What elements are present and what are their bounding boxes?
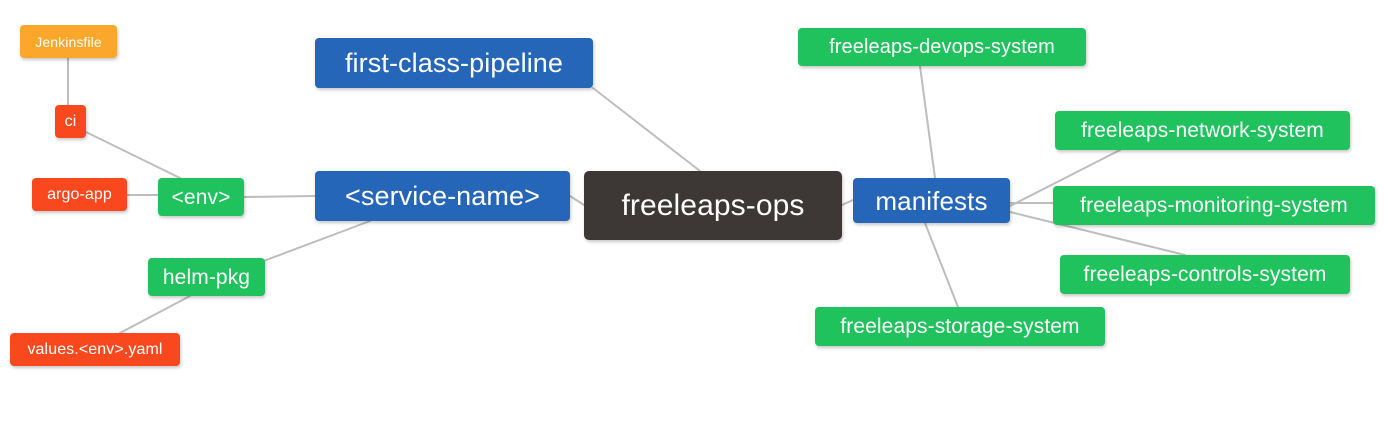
node-label: freeleaps-network-system	[1081, 119, 1324, 142]
node-freeleaps-controls-system[interactable]: freeleaps-controls-system	[1060, 255, 1350, 294]
node-freeleaps-storage-system[interactable]: freeleaps-storage-system	[815, 307, 1105, 346]
edge-freeleaps-ops-to-service-name	[569, 195, 585, 206]
node-label: argo-app	[47, 185, 112, 203]
node-label: freeleaps-ops	[621, 188, 805, 222]
node-manifests[interactable]: manifests	[853, 178, 1010, 223]
node-label: freeleaps-devops-system	[829, 36, 1055, 58]
edge-freeleaps-ops-to-manifests	[841, 199, 854, 206]
node-helm-pkg[interactable]: helm-pkg	[148, 258, 265, 296]
node-label: manifests	[875, 185, 988, 216]
node-label: freeleaps-controls-system	[1083, 263, 1327, 286]
node-label: first-class-pipeline	[344, 47, 564, 78]
node-ci[interactable]: ci	[55, 105, 86, 138]
node-service-name[interactable]: <service-name>	[315, 171, 570, 221]
edge-service-name-to-env	[243, 195, 316, 198]
node-freeleaps-monitoring-system[interactable]: freeleaps-monitoring-system	[1053, 186, 1375, 225]
node-label: freeleaps-storage-system	[840, 315, 1080, 338]
node-label: <service-name>	[345, 180, 540, 211]
node-freeleaps-network-system[interactable]: freeleaps-network-system	[1055, 111, 1350, 150]
node-first-class-pipeline[interactable]: first-class-pipeline	[315, 38, 593, 88]
edge-helm-pkg-to-values-env-yaml	[119, 295, 191, 334]
node-freeleaps-devops-system[interactable]: freeleaps-devops-system	[798, 28, 1086, 66]
node-env[interactable]: <env>	[158, 178, 244, 216]
node-label: values.<env>.yaml	[27, 340, 163, 358]
edge-freeleaps-ops-to-first-class-pipeline	[592, 87, 701, 172]
node-argo-app[interactable]: argo-app	[32, 178, 127, 211]
node-label: <env>	[171, 185, 231, 209]
node-jenkinsfile[interactable]: Jenkinsfile	[20, 25, 117, 58]
edge-manifests-to-freeleaps-storage-system	[924, 222, 959, 308]
node-label: freeleaps-monitoring-system	[1080, 194, 1348, 217]
edge-env-to-ci	[85, 131, 181, 179]
node-label: ci	[64, 112, 77, 130]
node-freeleaps-ops[interactable]: freeleaps-ops	[584, 171, 842, 240]
node-values-env-yaml[interactable]: values.<env>.yaml	[10, 333, 180, 366]
node-label: helm-pkg	[162, 265, 251, 289]
edge-manifests-to-freeleaps-devops-system	[919, 65, 936, 179]
node-label: Jenkinsfile	[35, 33, 102, 50]
